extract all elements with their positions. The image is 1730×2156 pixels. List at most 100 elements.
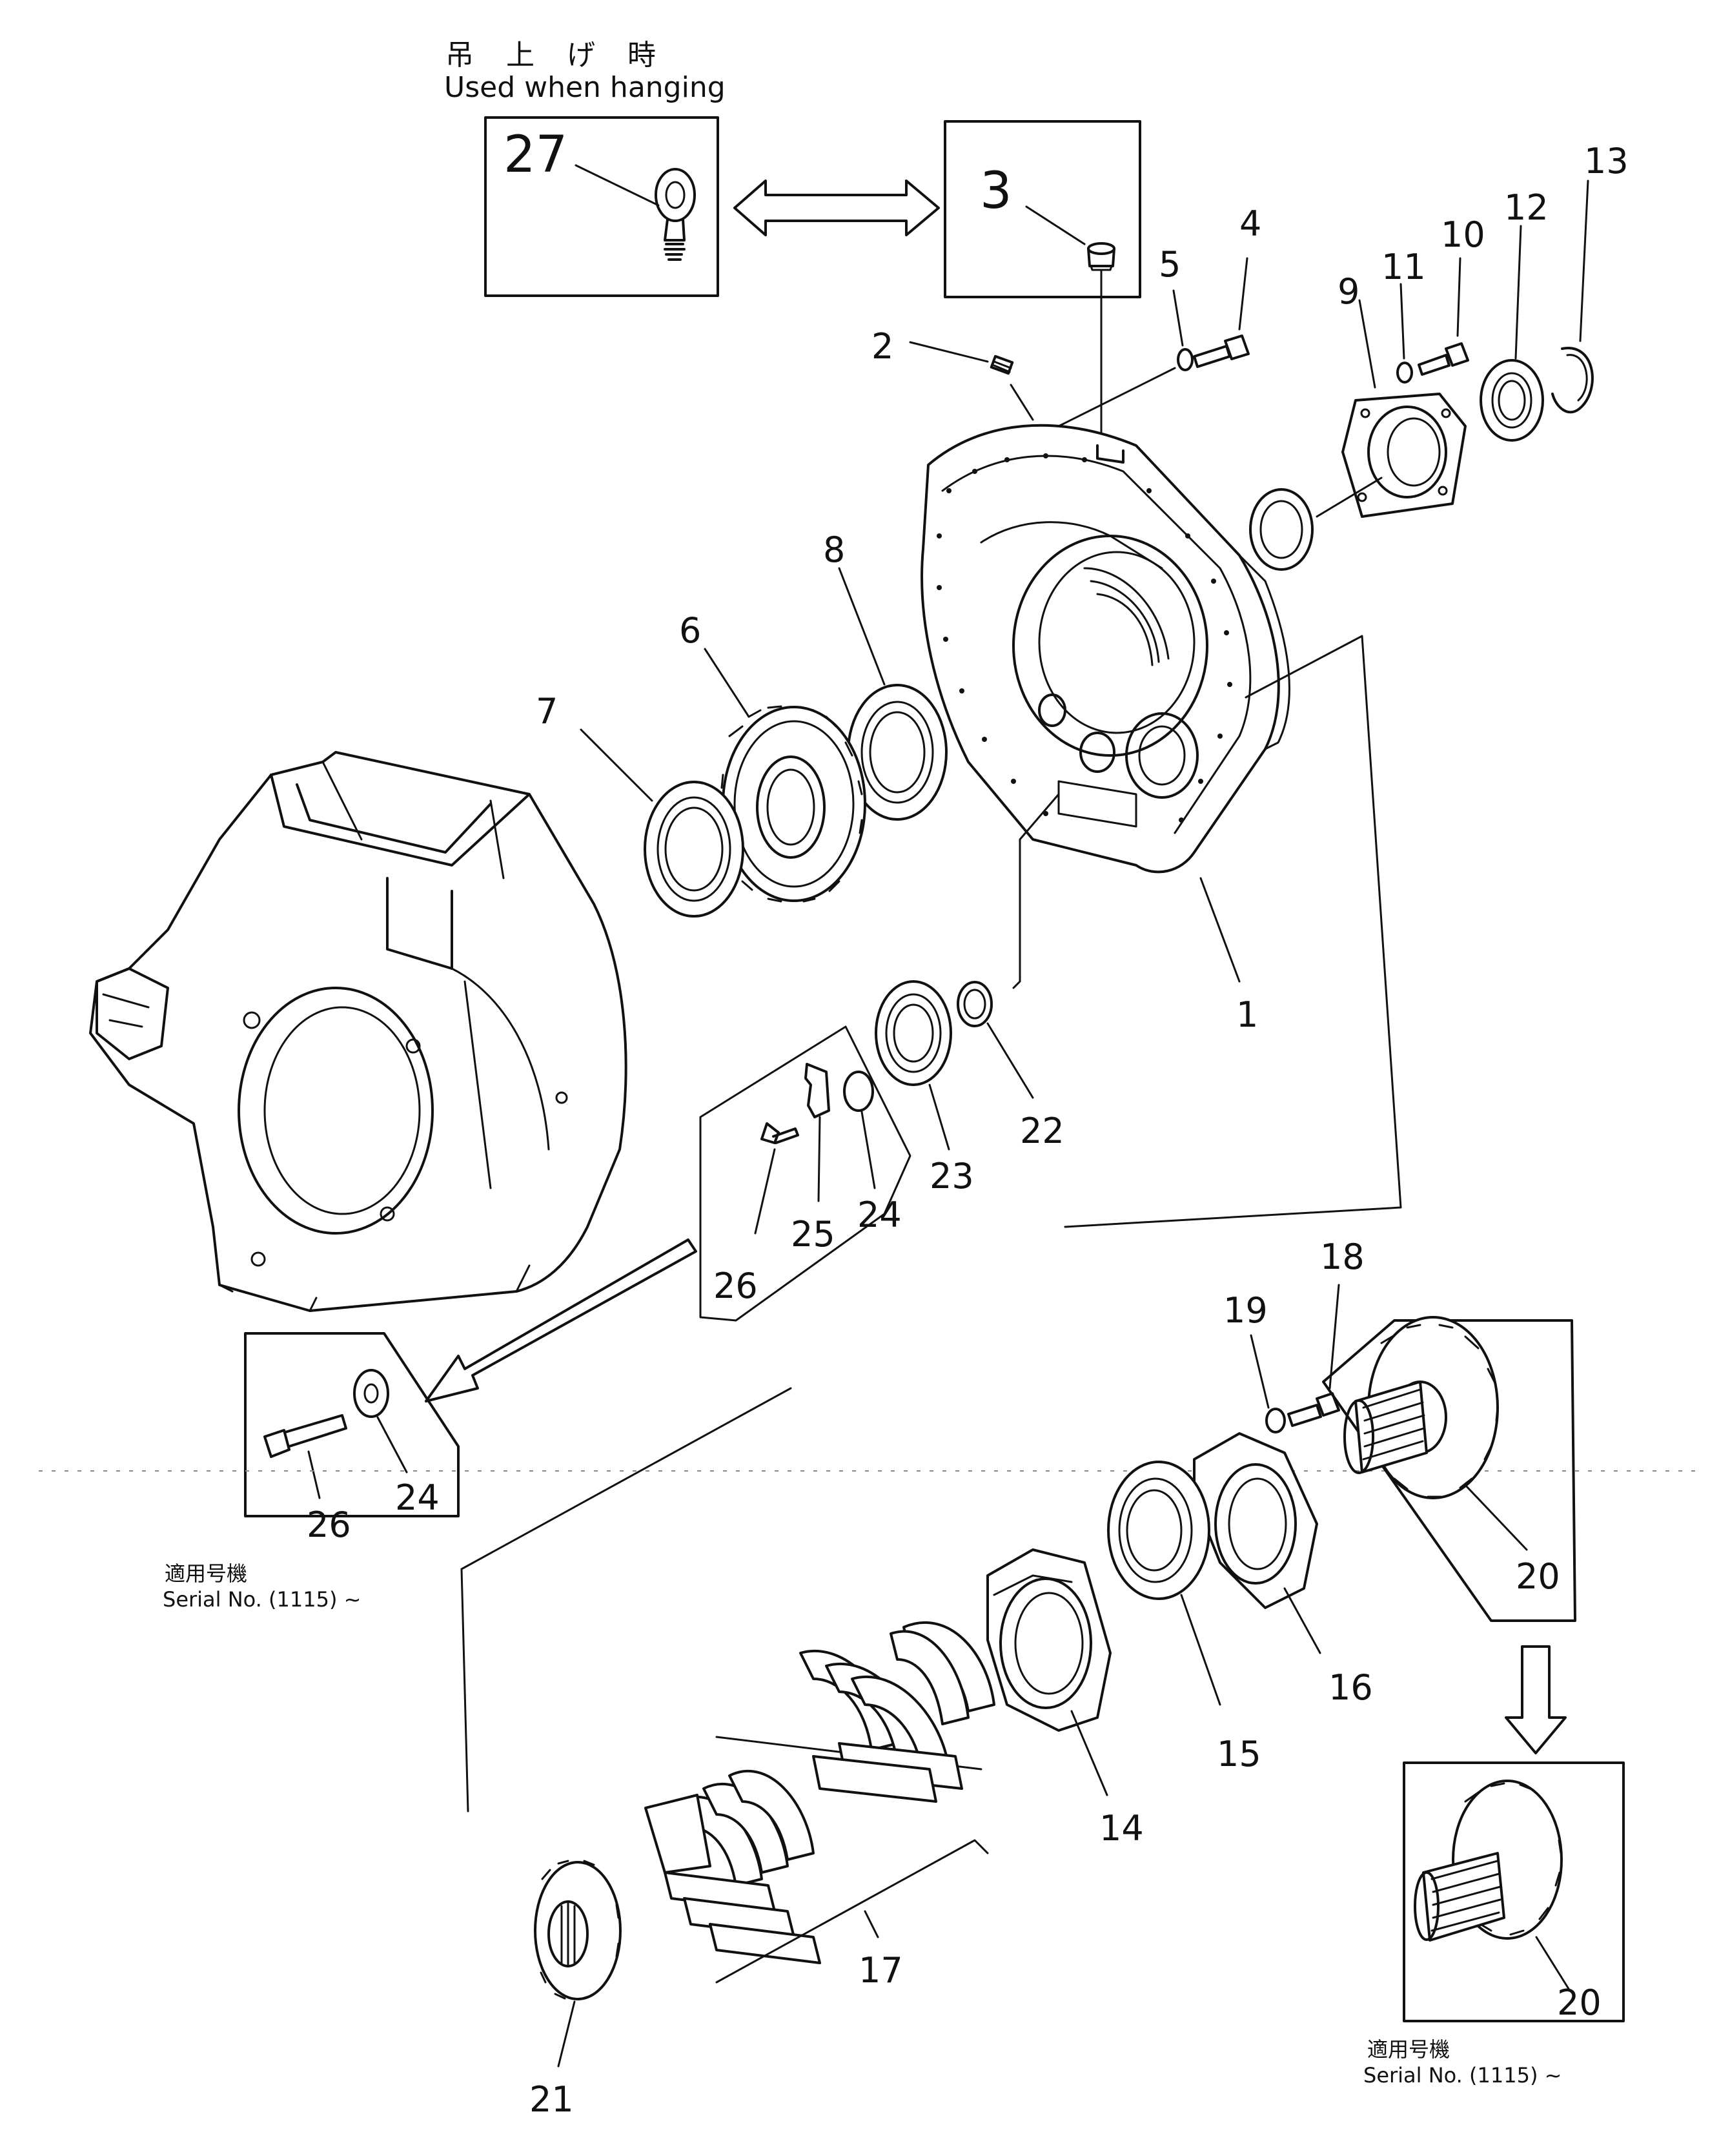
part-label-24-inset: 24 <box>395 1477 440 1518</box>
part-label-20-lower: 20 <box>1557 1982 1602 2023</box>
part-label-25: 25 <box>791 1214 835 1255</box>
leader-10 <box>1456 257 1461 337</box>
part-2-plug <box>990 354 1014 375</box>
part-label-4: 4 <box>1239 203 1261 244</box>
serial-note-left-english: Serial No. (1115) ~ <box>163 1587 361 1612</box>
part-label-11: 11 <box>1381 247 1426 287</box>
leader-21 <box>557 2000 576 2068</box>
part-label-22: 22 <box>1020 1111 1064 1151</box>
shaft-gear-inset-upper: 20 <box>1322 1316 1576 1622</box>
part-24-plate <box>843 1071 874 1112</box>
plug-inset-box: 3 <box>944 120 1141 298</box>
part-label-20-upper: 20 <box>1516 1556 1560 1597</box>
part-label-1: 1 <box>1236 994 1258 1035</box>
serial-note-left-japanese: 適用号機 <box>165 1561 247 1586</box>
serial-note-right-english: Serial No. (1115) ~ <box>1363 2063 1562 2088</box>
part-17-clutch-plates <box>644 1621 995 1964</box>
bracket-17 <box>715 1839 989 1984</box>
part-20-shaft-gear <box>1343 1316 1499 1499</box>
part-label-13: 13 <box>1584 141 1629 181</box>
leader-20-upper <box>1464 1484 1528 1551</box>
inset-bolt <box>263 1414 347 1458</box>
leader-25 <box>817 1116 821 1202</box>
leader-5 <box>1172 289 1184 347</box>
part-25-lock-plate <box>804 1063 830 1118</box>
leader-17 <box>864 1910 879 1938</box>
plug-part <box>1087 242 1115 271</box>
leader-27 <box>575 164 660 207</box>
part-14-carrier <box>986 1548 1112 1732</box>
assembly-outline-upper <box>1064 635 1402 1228</box>
part-6-gear <box>720 705 866 903</box>
leader-7 <box>580 728 653 802</box>
seal-connector <box>1316 477 1383 518</box>
part-label-3: 3 <box>980 162 1012 220</box>
leader-1 <box>1199 877 1241 983</box>
leader-5-to-cover <box>1057 367 1176 427</box>
leader-26 <box>754 1148 776 1235</box>
part-label-2: 2 <box>871 326 893 367</box>
leader-20-lower <box>1535 1936 1570 1990</box>
cover-bolt-holes <box>937 453 1232 823</box>
part-12-bearing <box>1480 359 1544 442</box>
eyebolt-part <box>655 168 696 261</box>
part-10-bolt <box>1418 342 1469 376</box>
leader-23 <box>928 1083 950 1151</box>
leader-2-to-cover <box>1010 384 1034 421</box>
part-label-5: 5 <box>1159 244 1181 285</box>
part-label-27: 27 <box>504 126 567 184</box>
part-13-snap-ring <box>1551 347 1594 414</box>
inset-washer <box>353 1369 389 1418</box>
leader-13 <box>1579 180 1589 342</box>
leader-18 <box>1328 1284 1340 1390</box>
leader-2 <box>909 341 989 363</box>
part-label-10: 10 <box>1441 214 1485 255</box>
eyebolt-inset-box: 27 <box>484 116 719 297</box>
part-label-15: 15 <box>1217 1734 1261 1774</box>
part-8-bearing <box>847 684 948 821</box>
part-11-washer <box>1396 362 1413 384</box>
leader-9 <box>1358 299 1376 389</box>
part-4-bolt <box>1193 334 1250 368</box>
shaft-gear-inset-lower: 20 <box>1403 1761 1625 2023</box>
leader-22 <box>986 1022 1034 1099</box>
part-label-19: 19 <box>1223 1290 1268 1331</box>
part-16-retainer <box>1193 1432 1318 1609</box>
leader-12 <box>1514 225 1522 360</box>
oil-seal <box>1249 488 1314 571</box>
leader-16 <box>1283 1587 1321 1654</box>
leader-inset-24 <box>376 1416 408 1473</box>
part-18-bolt <box>1287 1392 1340 1427</box>
leader-3 <box>1025 205 1086 245</box>
part-label-8: 8 <box>823 529 845 570</box>
part-19-washer <box>1265 1408 1286 1433</box>
assembly-outline-stem <box>1012 793 1060 989</box>
interchange-arrow <box>733 180 940 236</box>
part-5-washer <box>1177 348 1194 371</box>
part-15-bearing <box>1107 1461 1210 1600</box>
part-label-21: 21 <box>529 2079 574 2120</box>
part-label-23: 23 <box>930 1156 974 1196</box>
part-label-14: 14 <box>1099 1808 1144 1849</box>
hanging-caption-japanese: 吊 上 げ 時 <box>445 39 667 72</box>
leader-24 <box>860 1111 876 1189</box>
leader-14 <box>1070 1710 1108 1796</box>
leader-inset-26 <box>307 1450 321 1499</box>
cover-part-1 <box>921 424 1290 874</box>
transmission-housing <box>89 751 627 1312</box>
leader-6 <box>704 648 750 718</box>
part-20-shaft-gear-lower <box>1414 1780 1563 1942</box>
part-label-7: 7 <box>536 691 558 732</box>
part-label-9: 9 <box>1338 271 1359 312</box>
leader-11 <box>1399 283 1405 360</box>
part-7-bearing <box>644 781 744 918</box>
part-label-26-inset: 26 <box>307 1504 351 1545</box>
pointer-arrow-to-inset <box>425 1238 697 1402</box>
part-21-gear <box>534 1860 622 2000</box>
part-22-oring <box>957 981 993 1027</box>
part-23-bearing <box>875 980 952 1086</box>
serial-note-right-japanese: 適用号機 <box>1367 2037 1450 2062</box>
part-label-16: 16 <box>1328 1667 1373 1708</box>
part-label-24: 24 <box>857 1195 902 1235</box>
